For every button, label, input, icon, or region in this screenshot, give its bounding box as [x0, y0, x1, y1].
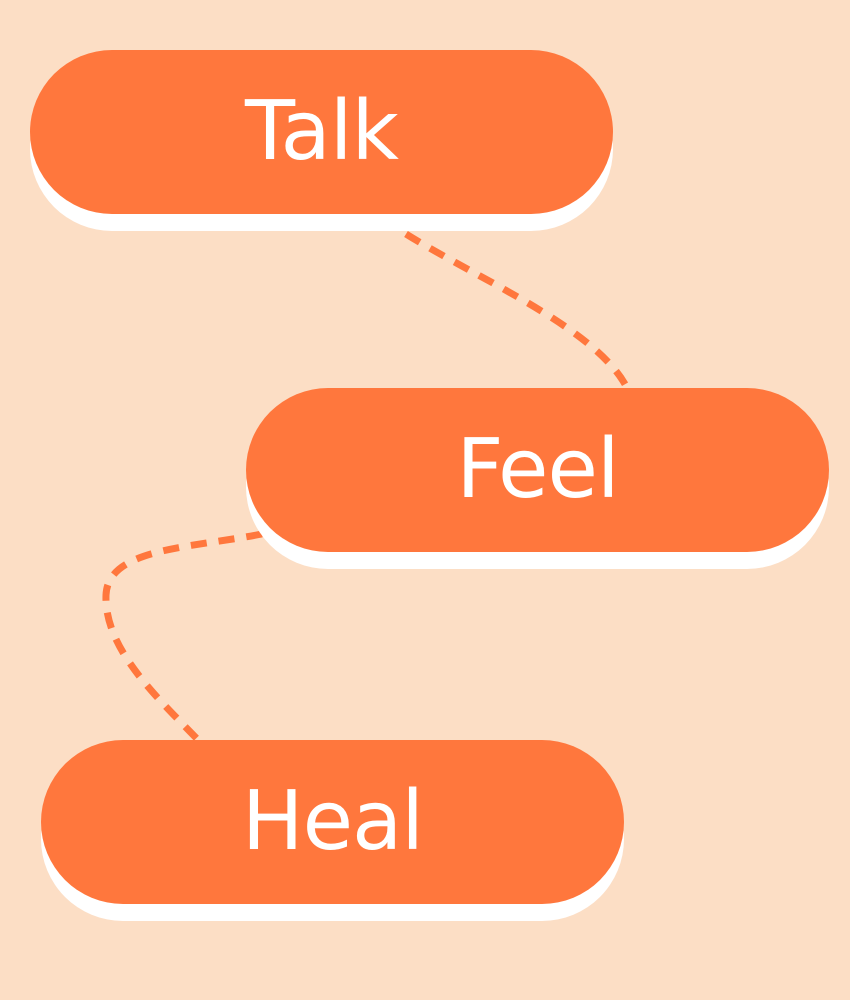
connector-talk-to-feel [404, 231, 632, 392]
connector-feel-to-heal [102, 530, 263, 745]
node-feel-label: Feel [456, 422, 619, 517]
node-talk-label: Talk [244, 84, 399, 179]
node-talk: Talk [30, 50, 613, 214]
node-heal-label: Heal [241, 774, 424, 869]
node-feel: Feel [246, 388, 829, 552]
node-heal: Heal [41, 740, 624, 904]
